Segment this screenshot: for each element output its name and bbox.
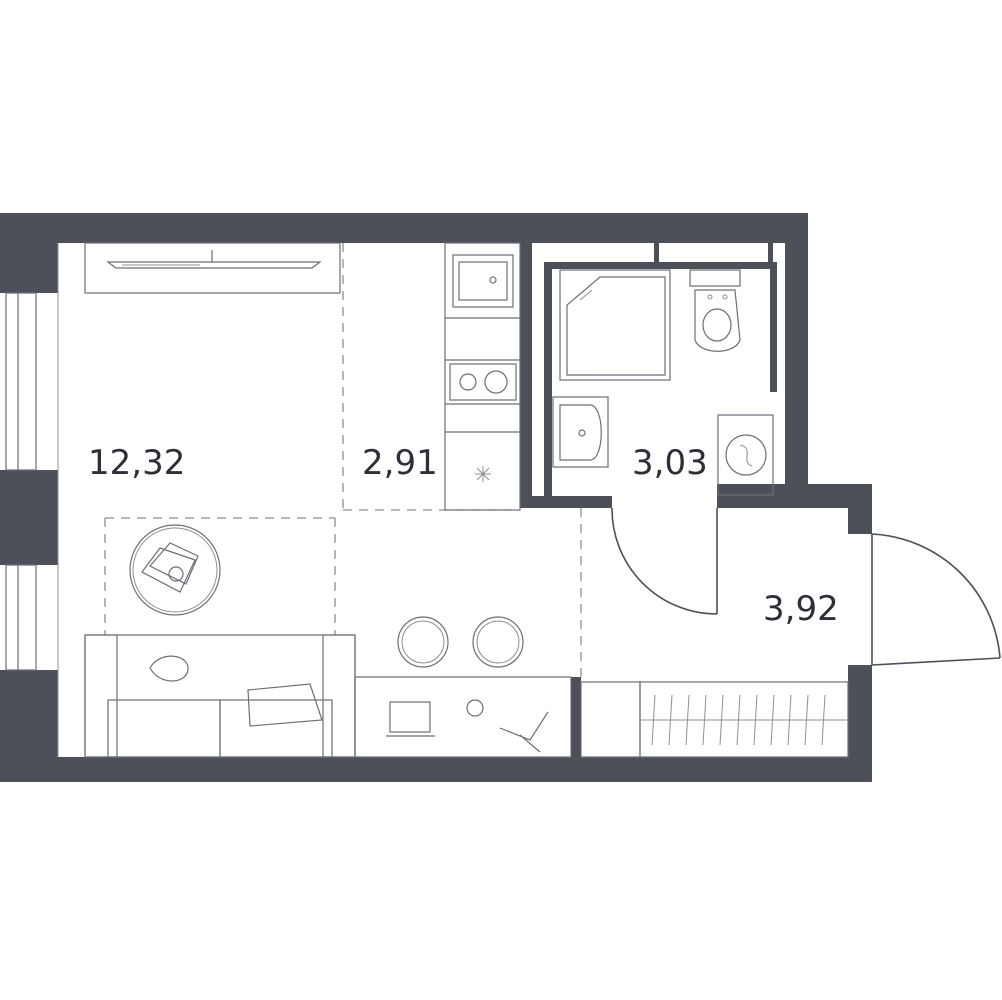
- wall-stub-2: [768, 243, 773, 263]
- wall-left-middle: [0, 470, 58, 565]
- coffee-table: [129, 524, 221, 616]
- washbasin: [552, 396, 609, 468]
- living-room-area-label: 12,32: [88, 443, 185, 483]
- wall-bath-inner-right: [770, 262, 777, 392]
- entrance-door: [871, 533, 1001, 666]
- tv-stand: [84, 242, 341, 294]
- wall-bath-left-inner: [544, 262, 552, 498]
- bathroom-door: [611, 507, 718, 615]
- wall-hall-right-top: [848, 484, 872, 534]
- window-upper: [5, 292, 37, 471]
- windows: [5, 243, 59, 757]
- wall-top: [0, 213, 808, 243]
- kitchen-area-label: 2,91: [362, 443, 438, 483]
- wall-partition-lower: [571, 677, 581, 757]
- wall-hall-top: [717, 484, 872, 508]
- wall-stub-1: [654, 243, 659, 263]
- walls: [0, 213, 872, 782]
- washing-machine: [717, 414, 774, 496]
- wall-right-bath: [785, 213, 808, 508]
- wall-bath-inner-top: [544, 262, 774, 269]
- wardrobe: [580, 681, 849, 758]
- kitchen-counter: [444, 242, 521, 511]
- wall-bath-bottom: [520, 496, 612, 508]
- desk: [354, 676, 572, 758]
- bar-stools: [397, 616, 524, 668]
- sofa: [84, 634, 356, 758]
- wall-bottom: [0, 757, 872, 782]
- toilet: [689, 269, 741, 352]
- bathroom-area-label: 3,03: [632, 443, 708, 483]
- wall-hall-right-bottom: [848, 665, 872, 782]
- wall-bath-left: [520, 243, 532, 508]
- window-lower: [5, 564, 37, 671]
- hallway-area-label: 3,92: [763, 589, 839, 629]
- wall-left-top: [0, 213, 58, 293]
- shower-tray: [559, 269, 671, 381]
